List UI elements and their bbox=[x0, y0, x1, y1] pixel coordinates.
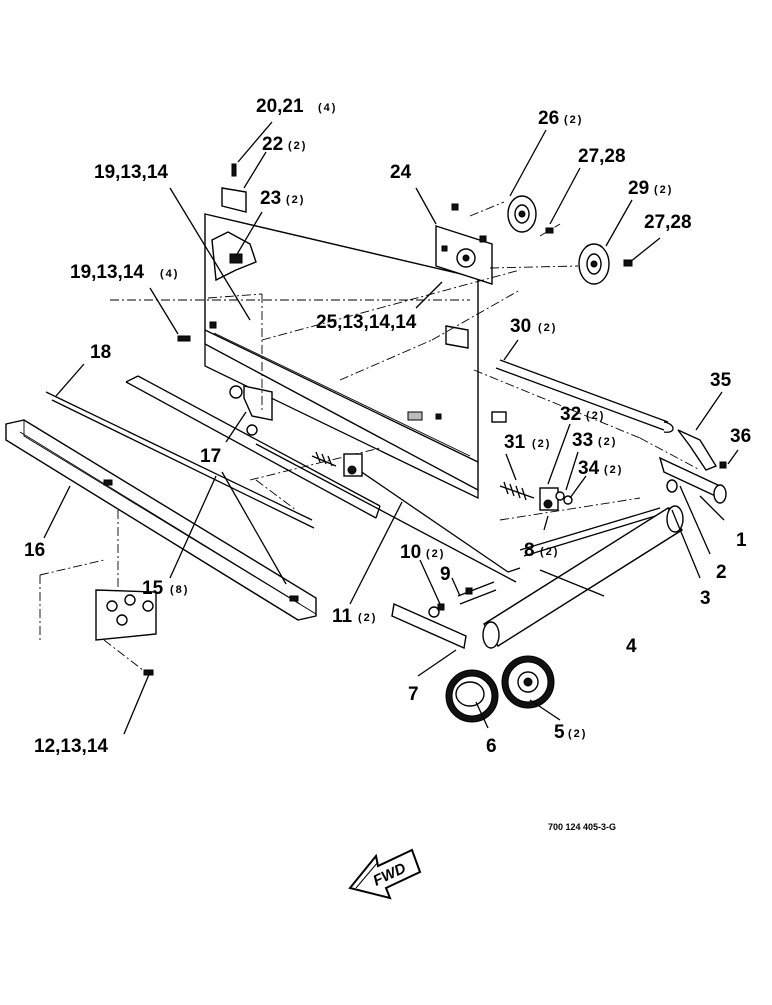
callout-26-qty: (2) bbox=[564, 114, 583, 126]
callout-33-qty: (2) bbox=[598, 436, 617, 448]
callout-29: 29 bbox=[628, 178, 649, 199]
callout-10: 10 bbox=[400, 542, 421, 563]
doc-number: 700 124 405-3-G bbox=[548, 822, 616, 832]
pulley-bracket bbox=[435, 203, 493, 285]
callout-31: 31 bbox=[504, 432, 526, 453]
small-brackets bbox=[177, 163, 507, 436]
drawing: FWD bbox=[5, 121, 739, 900]
callout-34: 34 bbox=[578, 458, 600, 479]
pulley-29 bbox=[578, 243, 633, 285]
tensioners bbox=[343, 453, 573, 511]
leader-lines bbox=[43, 121, 739, 735]
callout-11: 11 bbox=[332, 606, 353, 627]
callout-27-28-b: 27,28 bbox=[644, 212, 692, 233]
callout-32-qty: (2) bbox=[586, 410, 605, 422]
detail-circles bbox=[445, 655, 555, 723]
callout-32: 32 bbox=[560, 404, 581, 425]
callout-31-qty: (2) bbox=[532, 438, 551, 450]
callout-8-qty: (2) bbox=[540, 546, 559, 558]
callout-23-qty: (2) bbox=[286, 194, 305, 206]
mount-plate bbox=[95, 589, 157, 676]
callout-36: 36 bbox=[730, 426, 751, 447]
callout-35: 35 bbox=[710, 370, 732, 391]
callout-30: 30 bbox=[510, 316, 531, 337]
pulley-26 bbox=[507, 195, 554, 234]
callout-33: 33 bbox=[572, 430, 593, 451]
callout-26: 26 bbox=[538, 108, 559, 129]
callout-19-13-14-4: 19,13,14 bbox=[70, 262, 144, 283]
callout-34-qty: (2) bbox=[604, 464, 623, 476]
callout-6: 6 bbox=[486, 736, 497, 757]
shaft-assembly bbox=[391, 581, 497, 650]
callout-8: 8 bbox=[524, 540, 535, 561]
callout-20-21: 20,21 bbox=[256, 96, 304, 117]
callout-29-qty: (2) bbox=[654, 184, 673, 196]
rails bbox=[45, 359, 674, 583]
callouts: 20,21 (4) 22 (2) 19,13,14 23 (2) 24 26 (… bbox=[24, 96, 751, 832]
callout-19-13-14-4-qty: (4) bbox=[160, 268, 179, 280]
roller bbox=[482, 505, 684, 649]
fwd-arrow-icon: FWD bbox=[348, 848, 422, 900]
callout-11-qty: (2) bbox=[358, 612, 377, 624]
callout-16: 16 bbox=[24, 540, 45, 561]
callout-10-qty: (2) bbox=[426, 548, 445, 560]
callout-2: 2 bbox=[716, 562, 727, 583]
callout-23: 23 bbox=[260, 188, 281, 209]
callout-24: 24 bbox=[390, 162, 412, 183]
callout-5: 5 bbox=[554, 722, 565, 743]
callout-27-28-a: 27,28 bbox=[578, 146, 626, 167]
right-parts bbox=[658, 429, 727, 514]
callout-7: 7 bbox=[408, 684, 419, 705]
callout-5-qty: (2) bbox=[568, 728, 587, 740]
callout-3: 3 bbox=[700, 588, 711, 609]
springs bbox=[311, 451, 535, 501]
callout-17: 17 bbox=[200, 446, 221, 467]
callout-30-qty: (2) bbox=[538, 322, 557, 334]
callout-22-qty: (2) bbox=[288, 140, 307, 152]
callout-9: 9 bbox=[440, 564, 451, 585]
callout-20-21-qty: (4) bbox=[318, 102, 337, 114]
callout-25: 25,13,14,14 bbox=[316, 312, 417, 333]
callout-4: 4 bbox=[626, 636, 637, 657]
callout-18: 18 bbox=[90, 342, 111, 363]
callout-19-13-14: 19,13,14 bbox=[94, 162, 168, 183]
callout-15-qty: (8) bbox=[170, 584, 189, 596]
callout-15: 15 bbox=[142, 578, 164, 599]
callout-12-13-14: 12,13,14 bbox=[34, 736, 108, 757]
main-panel bbox=[204, 213, 479, 500]
callout-22: 22 bbox=[262, 134, 283, 155]
angle-rail bbox=[5, 419, 317, 621]
callout-1: 1 bbox=[736, 530, 747, 551]
